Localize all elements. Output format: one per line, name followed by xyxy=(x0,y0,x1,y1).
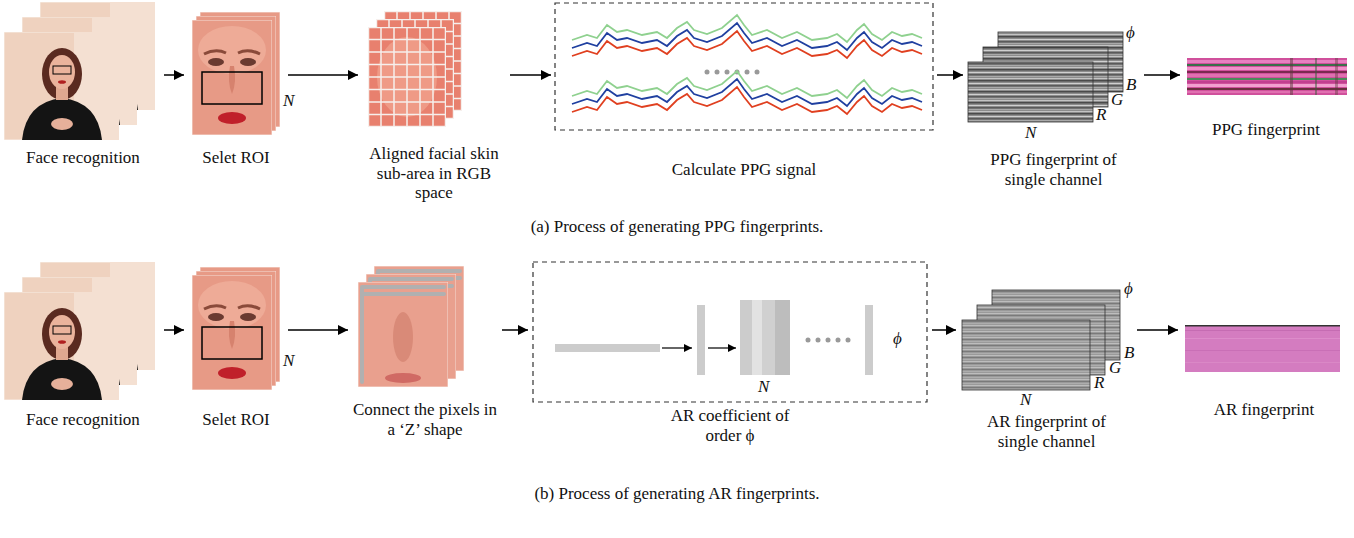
count-symbol: N xyxy=(758,378,769,397)
count-symbol: N xyxy=(283,352,294,371)
z-frame xyxy=(358,282,448,387)
stage-picture-area xyxy=(4,2,162,148)
roi-stack xyxy=(192,12,280,135)
stage-caption: Selet ROI xyxy=(187,148,285,168)
stage-caption: Calculate PPG signal xyxy=(594,160,894,180)
count-symbol: N xyxy=(1025,124,1036,143)
process-stage: Connect the pixels in a ‘Z’ shape xyxy=(350,260,500,439)
grid-frame xyxy=(368,27,446,127)
process-stage: AR fingerprint xyxy=(1180,260,1348,420)
stage-picture-area xyxy=(186,260,286,410)
roi-frame xyxy=(192,275,272,390)
count-symbol: N xyxy=(1020,391,1031,410)
z-scan-stack xyxy=(358,266,464,387)
video-frame xyxy=(4,32,119,140)
video-frame xyxy=(4,292,119,400)
process-stage: PPG fingerprint xyxy=(1182,2,1350,140)
channel-layer xyxy=(968,62,1093,122)
stage-caption: PPG fingerprint xyxy=(1186,120,1346,140)
order-symbol: ϕ xyxy=(1126,24,1135,43)
stage-caption: AR fingerprint of single channel xyxy=(972,412,1122,451)
stage-caption: Connect the pixels in a ‘Z’ shape xyxy=(352,400,498,439)
process-stage: Selet ROI xyxy=(186,2,286,168)
grid-stack xyxy=(368,11,462,127)
channel-letter: R xyxy=(1096,106,1106,125)
count-symbol: N xyxy=(283,92,294,111)
flow-arrow xyxy=(164,74,184,76)
flow-arrow xyxy=(1144,74,1180,76)
stage-picture-area xyxy=(186,2,286,148)
subfigure-caption: (b) Process of generating AR fingerprint… xyxy=(0,485,1354,504)
roi-frame xyxy=(192,20,272,135)
stage-caption: Aligned facial skin sub-area in RGB spac… xyxy=(361,144,507,203)
stage-picture-area xyxy=(1180,260,1348,400)
process-stage: Face recognition xyxy=(4,260,162,430)
channel-letter: G xyxy=(1111,91,1123,110)
ellipsis-dots xyxy=(705,70,760,75)
channel-letter: B xyxy=(1126,76,1136,95)
ppg-signals xyxy=(572,15,922,114)
channel-layer xyxy=(962,320,1090,390)
flow-arrow xyxy=(510,74,551,76)
process-stage: AR fingerprint of single channel xyxy=(958,260,1135,451)
stage-caption: Face recognition xyxy=(5,148,161,168)
subfigure-caption: (a) Process of generating PPG fingerprin… xyxy=(0,218,1354,237)
stage-picture-area xyxy=(958,260,1135,412)
flow-arrow xyxy=(164,329,184,331)
signal-line xyxy=(572,31,922,58)
stage-picture-area xyxy=(350,260,500,400)
process-stage: Face recognition xyxy=(4,2,162,168)
process-stage: AR coefficient of order ϕ xyxy=(530,260,930,445)
signal-line xyxy=(572,87,922,114)
flow-arrow xyxy=(937,74,963,76)
channel-letter: G xyxy=(1109,359,1121,378)
order-symbol: ϕ xyxy=(1124,280,1133,299)
flow-arrow xyxy=(502,329,528,331)
flow-arrow xyxy=(288,329,348,331)
order-symbol: ϕ xyxy=(893,330,902,349)
flow-arrow xyxy=(1137,329,1178,331)
stage-caption: Selet ROI xyxy=(187,410,285,430)
ppg-fingerprint-band xyxy=(1187,58,1347,95)
stage-picture-area xyxy=(4,260,162,410)
stage-caption: Face recognition xyxy=(5,410,161,430)
channel-letter: B xyxy=(1124,344,1134,363)
stage-caption: PPG fingerprint of single channel xyxy=(979,150,1129,189)
face-photo-stack xyxy=(4,262,155,400)
process-stage: Selet ROI xyxy=(186,260,286,430)
face-photo-stack xyxy=(4,2,155,140)
stage-picture-area xyxy=(1182,2,1350,120)
dashed-box xyxy=(555,3,933,130)
process-stage: Aligned facial skin sub-area in RGB spac… xyxy=(360,2,508,203)
ar-coefficient-bars xyxy=(555,300,873,375)
flow-arrow xyxy=(288,74,358,76)
roi-stack xyxy=(192,267,280,390)
stage-picture-area xyxy=(553,2,935,160)
stage-picture-area xyxy=(360,2,508,144)
process-stage: Calculate PPG signal xyxy=(553,2,935,180)
ar-fingerprint-band xyxy=(1185,325,1340,372)
stage-caption: AR coefficient of order ϕ xyxy=(660,406,800,445)
stage-caption: AR fingerprint xyxy=(1184,400,1344,420)
dashed-box xyxy=(533,262,927,402)
flow-arrow xyxy=(932,329,956,331)
channel-letter: R xyxy=(1094,374,1104,393)
stage-picture-area xyxy=(965,2,1142,150)
stage-picture-area xyxy=(530,260,930,406)
